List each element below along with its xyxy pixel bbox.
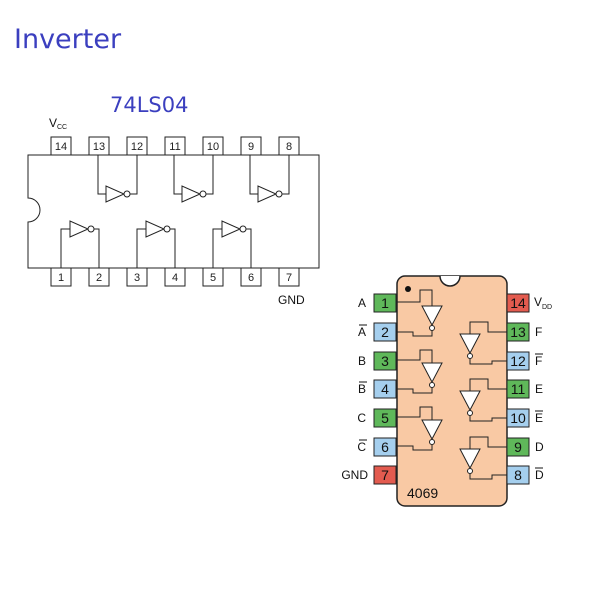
- chip-4069: 4069: [341, 275, 552, 507]
- pin-label: E: [535, 382, 543, 396]
- pin1-marker-dot: [405, 286, 411, 292]
- pin-2: 2A: [358, 322, 397, 342]
- pin-number: 1: [58, 272, 64, 284]
- pin-number: 14: [55, 141, 67, 153]
- pin-number: 12: [131, 141, 143, 153]
- pin-4: 4B: [358, 379, 397, 399]
- pin-7: 7 GND: [341, 465, 397, 485]
- pin-label: D: [535, 440, 544, 454]
- gnd-label: GND: [278, 293, 305, 307]
- pin-8: 8: [278, 136, 300, 156]
- pin-number: 1: [381, 295, 389, 311]
- pin-13: 13 F: [506, 322, 542, 342]
- pin-number: 8: [514, 467, 522, 483]
- pin-number: 2: [96, 272, 102, 284]
- pin-number: 7: [381, 467, 389, 483]
- chip-74ls04-name: 74LS04: [110, 93, 189, 117]
- pin-label: C: [357, 411, 366, 425]
- pin-number: 12: [510, 353, 526, 369]
- pin-3: 3: [126, 267, 148, 287]
- pin-number: 4: [172, 272, 178, 284]
- inverter-gate: [60, 220, 252, 268]
- vdd-subscript: DD: [542, 304, 552, 311]
- pin-label: B: [358, 354, 366, 368]
- pin-number: 9: [514, 439, 522, 455]
- pin-number: 3: [381, 353, 389, 369]
- pin-4: 4: [164, 267, 186, 287]
- pin-number: 3: [134, 272, 140, 284]
- pin-label: F: [535, 325, 542, 339]
- pin-number: 8: [286, 141, 292, 153]
- pin-6: 6: [240, 267, 262, 287]
- pin-number: 14: [510, 295, 526, 311]
- pin-label: D: [535, 468, 544, 482]
- pin-number: 7: [286, 272, 292, 284]
- pin-3: 3B: [358, 351, 397, 371]
- pin-label: GND: [341, 468, 368, 482]
- pin-12: 12 F: [506, 351, 543, 371]
- pin-number: 10: [207, 141, 219, 153]
- pin-number: 6: [248, 272, 254, 284]
- pin-label: B: [358, 382, 366, 396]
- vdd-label: V: [534, 295, 542, 309]
- pin-5: 5: [202, 267, 224, 287]
- pin-number: 13: [510, 324, 526, 340]
- pin-number: 2: [381, 324, 389, 340]
- pin-9: 9: [240, 136, 262, 156]
- vcc-label: V: [49, 116, 57, 130]
- pin-number: 6: [381, 439, 389, 455]
- pin-number: 4: [381, 381, 389, 397]
- pin-number: 5: [381, 410, 389, 426]
- pin-number: 11: [169, 141, 180, 153]
- pin-10: 10: [202, 136, 224, 156]
- pin-label: A: [358, 296, 366, 310]
- pin-number: 11: [511, 381, 526, 397]
- chip-4069-notch: [439, 275, 461, 287]
- vcc-subscript: CC: [57, 124, 67, 131]
- pin-7: 7: [278, 267, 300, 287]
- chip-74ls04-body: [27, 154, 320, 269]
- pin-1: 1A: [358, 293, 397, 313]
- chip-4069-name: 4069: [407, 485, 438, 501]
- pin-number: 13: [93, 141, 105, 153]
- pin-14: 14: [50, 136, 72, 156]
- pin-10: 10 E: [506, 408, 543, 428]
- page-title: Inverter: [14, 24, 122, 55]
- pin-label: F: [535, 354, 542, 368]
- inverter-gate: [397, 289, 507, 480]
- pin-6: 6C: [357, 437, 397, 457]
- pin-label: E: [535, 411, 543, 425]
- pin-11: 11 E: [506, 379, 543, 399]
- inverter-gate: [97, 155, 290, 203]
- pin-number: 10: [510, 410, 526, 426]
- pin-11: 11: [164, 136, 186, 156]
- pin-number: 9: [248, 141, 254, 153]
- pin-label: A: [358, 325, 366, 339]
- pin-label: C: [357, 440, 366, 454]
- pin-13: 13: [88, 136, 110, 156]
- pin-14: 14: [506, 293, 530, 313]
- pin-1: 1: [50, 267, 72, 287]
- pin-12: 12: [126, 136, 148, 156]
- pin-2: 2: [88, 267, 110, 287]
- pin-5: 5C: [357, 408, 397, 428]
- pin-number: 5: [210, 272, 216, 284]
